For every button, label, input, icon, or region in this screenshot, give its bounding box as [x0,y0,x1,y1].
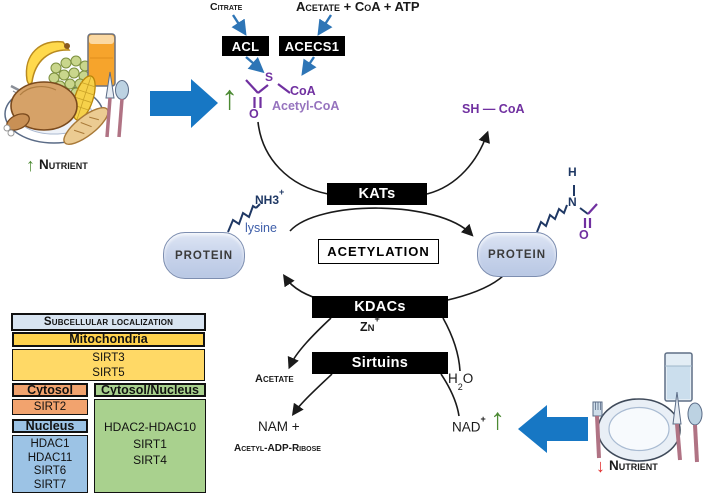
sulfur-atom-label: S [265,70,274,84]
table-item: SIRT6 [33,465,67,477]
acl-to-acetylcoa-arrow [245,56,265,74]
acetyl-coa-up-arrow-icon: ↑ [221,79,238,117]
sirtuins-to-nam-arc [291,373,333,416]
table-item: SIRT2 [33,401,67,413]
sh-coa-label: SH — CoA [462,102,525,116]
nutrient-low-label: Nutrient [609,458,658,474]
hydrogen-atom-label: H [568,165,577,179]
acl-enzyme-box: ACL [222,36,269,56]
table-item: SIRT4 [133,453,167,467]
table-item: SIRT5 [92,367,125,379]
oxygen-atom-right-label: O [579,228,589,242]
cycle-arrows [257,121,508,417]
acetate-product-label: Acetate [255,373,294,385]
table-item: HDAC1 [30,438,70,450]
acetyl-adp-ribose-label: Acetyl-ADP-Ribose [234,443,321,454]
sirtuins-enzyme-box: Sirtuins [312,352,448,374]
coa-label: CoA [290,84,316,98]
nam-label: NAM + [258,419,300,434]
acetyl-lysine-structure [536,185,598,233]
lysine-label: lysine [245,221,277,235]
acetylation-top-arc [289,207,474,237]
kdacs-to-acetate-arc [287,317,332,370]
mitochondria-header: Mitochondria [12,332,205,347]
nutrient-low-caption: ↓ Nutrient [596,456,658,477]
nutrient-flow-arrows [150,79,588,453]
nitrogen-atom-label: N [568,195,577,209]
citrate-label: Citrate [210,1,243,13]
table-item: SIRT7 [33,478,67,491]
kdacs-enzyme-box: KDACs [312,296,448,318]
table-item: SIRT3 [92,352,125,364]
protein-right: PROTEIN [477,232,557,277]
citrate-to-acl-arrow [231,14,247,36]
cytosol-items: SIRT2 [12,399,88,415]
cytosol-header: Cytosol [12,383,88,397]
acetate-coa-atp-label: Acetate + CoA + ATP [296,0,420,14]
input-arrows [231,14,333,76]
acetate-to-acecs1-arrow [317,14,333,36]
table-item: HDAC2-HDAC10 [103,420,197,434]
table-item: SIRT1 [133,436,167,451]
nad-label: NAD+ [452,414,486,435]
acetyl-coa-structure [245,79,291,108]
subcellular-localization-table: Subcellular localization Mitochondria SI… [10,312,208,495]
acecs1-to-acetylcoa-arrow [301,56,317,76]
acecs1-enzyme-box: ACECS1 [279,36,345,56]
nucleus-header: Nucleus [12,419,88,433]
zinc-cofactor-label: ZN+ [360,314,380,335]
h2o-label: H2O [448,371,474,392]
nutrient-high-block-arrow [150,79,218,128]
acetylcoa-to-kats-arc [257,121,329,195]
table-title: Subcellular localization [11,313,206,331]
nad-to-sirtuins-arc [440,373,460,417]
kats-to-shcoa-arc [426,130,490,195]
lysine-side-chain [227,203,261,233]
nutrient-high-caption: ↑ Nutrient [26,155,88,176]
food-plate-illustration [3,33,129,145]
nutrient-low-block-arrow [518,405,588,453]
nad-up-arrow-icon: ↑ [490,403,505,436]
nutrient-high-label: Nutrient [39,157,88,173]
cytosol-nucleus-header: Cytosol/Nucleus [94,383,206,397]
nh3-label: NH3+ [255,187,285,207]
table-item: HDAC11 [27,451,73,464]
mitochondria-items: SIRT3 SIRT5 [12,349,205,381]
oxygen-atom-label: O [249,107,259,121]
nutrient-down-arrow-icon: ↓ [596,456,605,476]
acetylation-process-box: ACETYLATION [318,239,439,264]
nucleus-items: HDAC1 HDAC11 SIRT6 SIRT7 [12,435,88,493]
acetyl-coa-label: Acetyl-CoA [272,99,340,113]
h2o-to-kdacs-arc [442,317,461,372]
nutrient-up-arrow-icon: ↑ [26,155,35,175]
protein-left: PROTEIN [163,232,245,279]
cytosol-nucleus-items: HDAC2-HDAC10 SIRT1 SIRT4 [94,399,206,493]
kats-enzyme-box: KATs [327,183,427,205]
empty-plate-illustration [592,352,703,463]
